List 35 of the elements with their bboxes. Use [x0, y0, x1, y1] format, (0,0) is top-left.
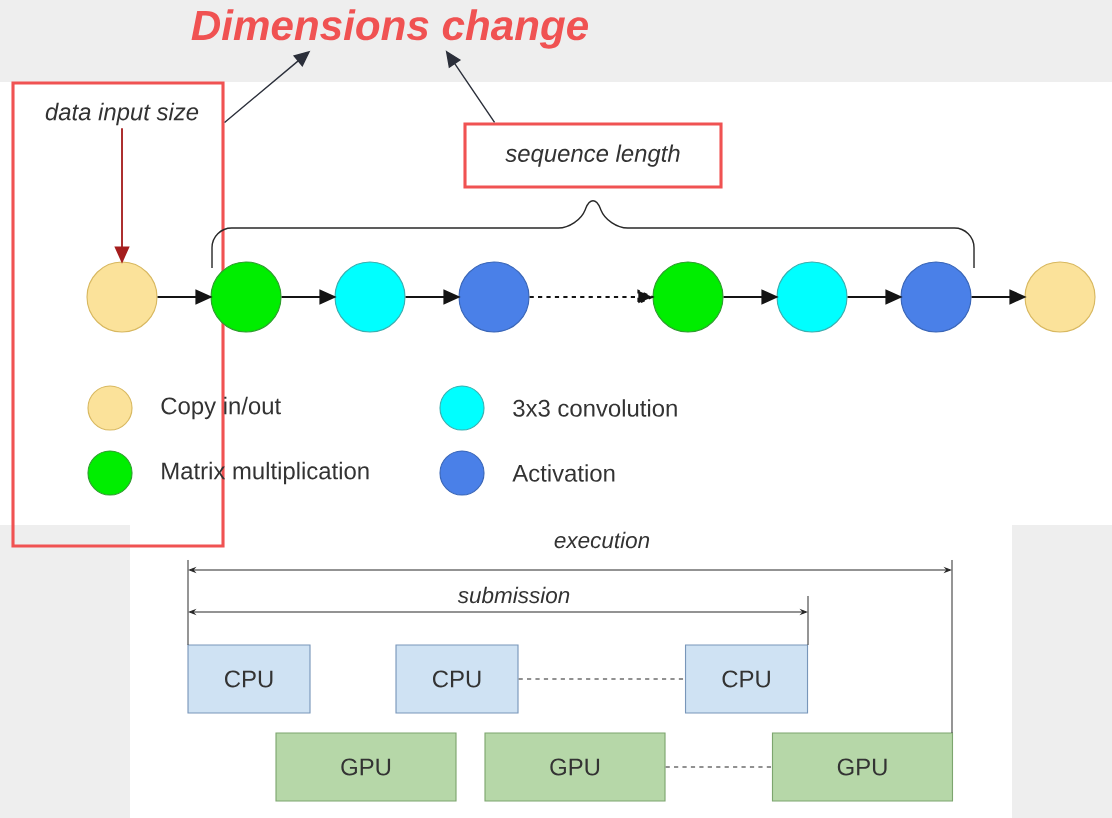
operation-circle [334, 261, 406, 333]
arrow [528, 289, 654, 305]
highlight-box [11, 81, 225, 548]
operation-circle [458, 261, 530, 333]
arrow [280, 289, 336, 305]
gpu-box: GPU [275, 732, 457, 802]
operation-circle [1024, 261, 1096, 333]
dimension-label: execution [554, 531, 650, 549]
gpu-box: GPU [771, 732, 954, 802]
arrow [445, 51, 496, 124]
cpu-box: CPU [187, 644, 311, 714]
arrow [156, 289, 212, 305]
title-text: Dimensions change [191, 9, 588, 49]
annotation-text: data input size [45, 102, 199, 126]
cpu-box: CPU [395, 644, 519, 714]
legend-text: Activation [512, 464, 615, 482]
operation-circle [86, 261, 158, 333]
connector-line [664, 766, 773, 768]
arrow [846, 289, 902, 305]
operation-circle [652, 261, 724, 333]
arrow [114, 127, 130, 263]
legend-text: Copy in/out [161, 396, 281, 420]
arrow [722, 289, 778, 305]
gpu-box: GPU [484, 732, 666, 802]
legend-text: 3x3 convolution [513, 399, 677, 417]
arrow [970, 289, 1026, 305]
dimension-label: submission [457, 586, 570, 604]
arrow [404, 289, 460, 305]
cpu-box: CPU [684, 644, 809, 714]
connector-line [517, 678, 686, 680]
highlighted-label: sequence length [463, 122, 723, 189]
operation-circle [900, 261, 972, 333]
operation-circle [776, 261, 848, 333]
operation-circle [210, 261, 282, 333]
arrow [223, 51, 310, 124]
